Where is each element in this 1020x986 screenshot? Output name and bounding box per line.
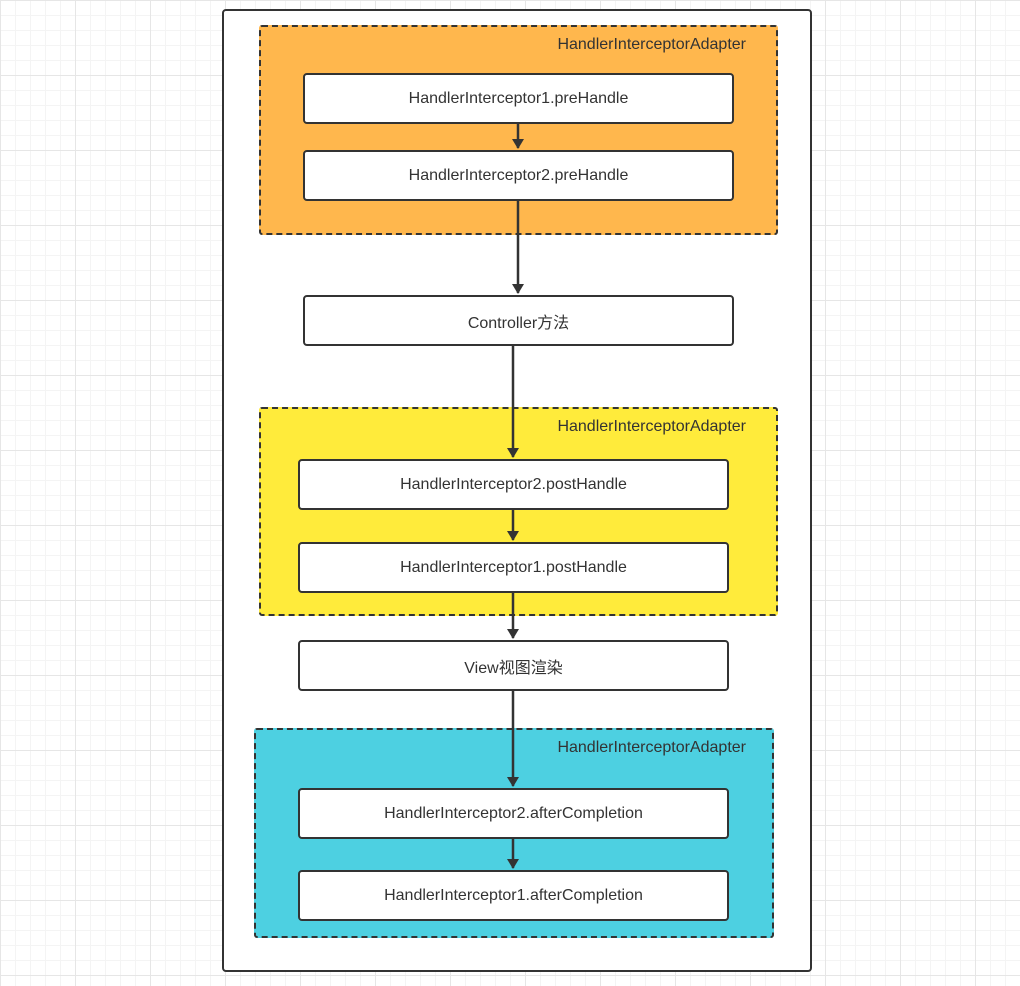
prehandle-group-label: HandlerInterceptorAdapter — [557, 36, 746, 53]
node-interceptor2-prehandle[interactable]: HandlerInterceptor2.preHandle — [303, 150, 734, 201]
aftercompletion-group-label: HandlerInterceptorAdapter — [557, 739, 746, 756]
node-controller-method[interactable]: Controller方法 — [303, 295, 734, 346]
node-interceptor1-posthandle[interactable]: HandlerInterceptor1.postHandle — [298, 542, 729, 593]
posthandle-group-label: HandlerInterceptorAdapter — [557, 418, 746, 435]
node-interceptor2-aftercompletion[interactable]: HandlerInterceptor2.afterCompletion — [298, 788, 729, 839]
node-interceptor1-aftercompletion[interactable]: HandlerInterceptor1.afterCompletion — [298, 870, 729, 921]
node-interceptor1-prehandle[interactable]: HandlerInterceptor1.preHandle — [303, 73, 734, 124]
node-interceptor2-posthandle[interactable]: HandlerInterceptor2.postHandle — [298, 459, 729, 510]
node-view-render[interactable]: View视图渲染 — [298, 640, 729, 691]
prehandle-group: HandlerInterceptorAdapter — [259, 25, 778, 235]
